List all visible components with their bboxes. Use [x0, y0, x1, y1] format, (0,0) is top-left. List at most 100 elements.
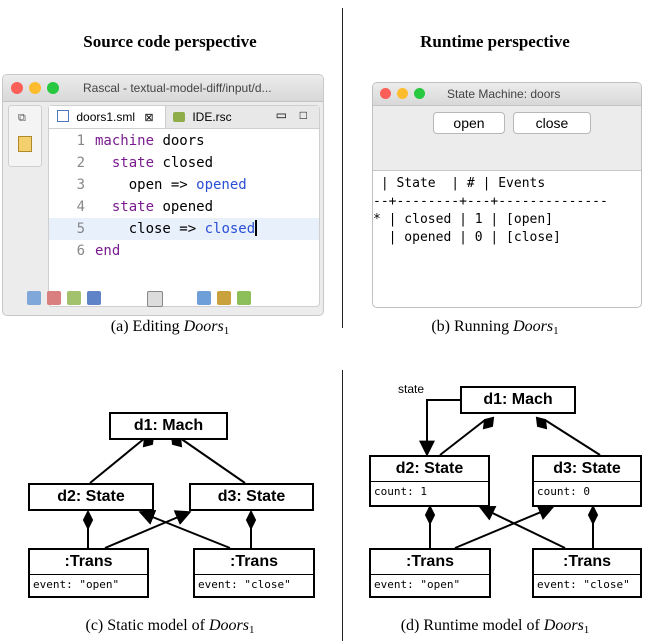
caption-c: (c) Static model of Doors1 — [85, 617, 255, 636]
runtime-state-d3-box: d3: State count: 0 — [532, 455, 642, 507]
runtime-trans-open-label: :Trans — [405, 553, 454, 570]
runtime-state-d2-label: d2: State — [395, 460, 464, 477]
toolbar-icon-6[interactable] — [197, 291, 211, 305]
tab-doors1-sml[interactable]: doors1.sml ⊠ — [49, 106, 166, 128]
table-row: * | closed | 1 | [open] — [373, 212, 554, 227]
divider-top — [342, 8, 343, 328]
code-text: open => — [95, 177, 188, 193]
code-line[interactable]: 2 state closed — [49, 152, 319, 174]
close-button[interactable]: close — [513, 112, 591, 134]
tab-label: IDE.rsc — [192, 110, 232, 124]
zoom-light-icon[interactable] — [47, 82, 59, 94]
code-keyword: state — [95, 199, 155, 215]
static-trans-close-label: :Trans — [229, 553, 278, 570]
code-line[interactable]: 1 machine doors — [49, 130, 319, 152]
code-text: doors — [154, 133, 205, 149]
ide-window: Rascal - textual-model-diff/input/d... ⧉… — [2, 74, 324, 316]
runtime-state-d3-label: d3: State — [553, 460, 621, 477]
minimize-light-icon[interactable] — [397, 88, 408, 99]
runtime-mach-label: d1: Mach — [483, 391, 553, 408]
code-text: opened — [154, 199, 214, 215]
code-reference: closed — [196, 221, 256, 237]
ide-side-toolbar: ⧉ — [8, 105, 42, 167]
runtime-state-d3-count: count: 0 — [534, 481, 640, 502]
caption-b: (b) Running Doors1 — [431, 318, 559, 337]
runtime-trans-close-event: event: "close" — [534, 574, 640, 595]
static-mach-box: d1: Mach — [109, 412, 228, 440]
toolbar-icon-7[interactable] — [217, 291, 231, 305]
ide-titlebar: Rascal - textual-model-diff/input/d... — [3, 75, 323, 102]
static-state-d2-box: d2: State — [28, 483, 154, 511]
runtime-titlebar: State Machine: doors — [373, 83, 641, 106]
toolbar-icon-1[interactable] — [27, 291, 41, 305]
code-keyword: machine — [95, 133, 155, 149]
static-state-d2-label: d2: State — [57, 488, 125, 505]
static-trans-close-event: event: "close" — [195, 574, 313, 595]
ide-window-title: Rascal - textual-model-diff/input/d... — [83, 81, 272, 95]
ide-bottom-toolbar — [7, 287, 319, 311]
rascal-file-icon — [173, 112, 185, 122]
code-keyword: state — [95, 155, 155, 171]
caption-a: (a) Editing Doors1 — [110, 318, 230, 337]
static-trans-open-label: :Trans — [64, 553, 113, 570]
divider-bottom — [342, 370, 343, 641]
toolbar-icon-8[interactable] — [237, 291, 251, 305]
toolbar-icon-5[interactable] — [147, 291, 163, 307]
runtime-trans-open-box: :Trans event: "open" — [369, 548, 491, 598]
runtime-state-d2-count: count: 1 — [371, 481, 488, 502]
line-number: 2 — [76, 155, 85, 171]
line-number: 4 — [76, 199, 85, 215]
static-trans-open-box: :Trans event: "open" — [28, 548, 149, 598]
line-number: 6 — [76, 243, 85, 259]
runtime-trans-close-box: :Trans event: "close" — [532, 548, 642, 598]
code-line[interactable]: 6 end — [49, 240, 319, 262]
line-number: 1 — [76, 133, 85, 149]
zoom-light-icon[interactable] — [414, 88, 425, 99]
tab-ide-rsc[interactable]: IDE.rsc — [167, 106, 259, 128]
open-button[interactable]: open — [433, 112, 505, 134]
state-table: | State | # | Events --+--------+---+---… — [373, 175, 641, 247]
minimize-light-icon[interactable] — [29, 82, 41, 94]
table-header: | State | # | Events — [373, 176, 546, 191]
runtime-model-edges — [419, 399, 601, 549]
toolbar-icon-4[interactable] — [87, 291, 101, 305]
minimize-view-icon[interactable]: ▭ — [275, 108, 287, 122]
static-mach-label: d1: Mach — [133, 417, 204, 434]
runtime-state-d2-box: d2: State count: 1 — [369, 455, 490, 507]
caption-d: (d) Runtime model of Doors1 — [400, 617, 590, 636]
table-separator: --+--------+---+-------------- — [373, 194, 608, 209]
runtime-perspective-title: Runtime perspective — [420, 32, 570, 51]
text-cursor — [255, 220, 258, 236]
tab-close-icon[interactable]: ⊠ — [144, 112, 154, 124]
restore-icon[interactable]: ⧉ — [18, 112, 26, 124]
runtime-trans-open-event: event: "open" — [371, 574, 489, 595]
maximize-view-icon[interactable]: □ — [299, 108, 307, 122]
toolbar-icon-3[interactable] — [67, 291, 81, 305]
code-text: close => — [95, 221, 197, 237]
source-perspective-title: Source code perspective — [83, 32, 257, 51]
code-line[interactable]: 5 close => closed — [49, 218, 319, 240]
code-reference: opened — [187, 177, 247, 193]
code-editor[interactable]: doors1.sml ⊠ IDE.rsc ▭ □ 1 machine doors 2… — [48, 105, 320, 307]
close-light-icon[interactable] — [380, 88, 391, 99]
runtime-window-title: State Machine: doors — [447, 87, 561, 101]
runtime-window: State Machine: doors open close | State … — [372, 82, 642, 308]
line-number: 3 — [76, 177, 85, 193]
file-icon — [57, 110, 69, 122]
static-state-d3-label: d3: State — [217, 488, 286, 505]
code-line[interactable]: 3 open => opened — [49, 174, 319, 196]
static-model-edges — [82, 434, 257, 549]
close-light-icon[interactable] — [11, 82, 23, 94]
code-line[interactable]: 4 state opened — [49, 196, 319, 218]
toolbar-icon-2[interactable] — [47, 291, 61, 305]
code-keyword: end — [95, 243, 121, 259]
runtime-trans-close-label: :Trans — [562, 553, 611, 570]
static-state-d3-box: d3: State — [189, 483, 314, 511]
event-button-bar: open close — [373, 106, 641, 171]
line-number: 5 — [76, 221, 85, 237]
package-explorer-icon[interactable] — [18, 136, 32, 152]
static-trans-open-event: event: "open" — [30, 574, 147, 595]
state-reference-label: state — [398, 382, 425, 396]
